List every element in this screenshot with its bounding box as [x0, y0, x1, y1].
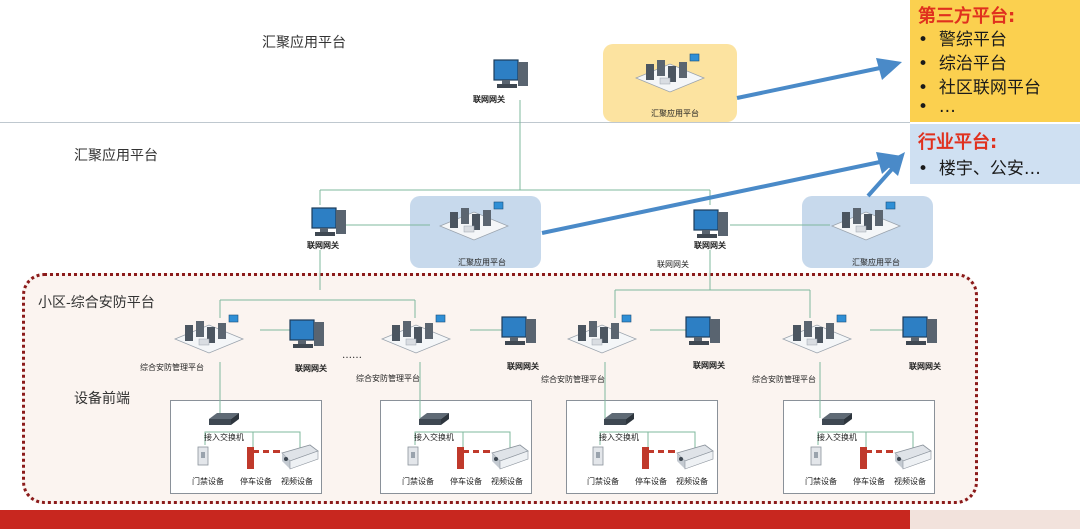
gateway-icon-mid-2	[693, 209, 729, 239]
level-label-community: 小区-综合安防平台	[38, 295, 155, 311]
parking-label-1: 停车设备	[240, 477, 272, 486]
gateway-icon-c4	[902, 316, 938, 346]
parking-label-4: 停车设备	[853, 477, 885, 486]
level-label-top: 汇聚应用平台	[262, 35, 346, 51]
parking-label-2: 停车设备	[450, 477, 482, 486]
footer-accent	[910, 510, 1080, 529]
gateway-icon-mid-1	[311, 207, 347, 237]
server-icon-c1	[174, 314, 244, 354]
switch-label-3: 接入交换机	[599, 433, 639, 442]
footer-bar	[0, 510, 1080, 529]
gateway-icon-c3	[685, 316, 721, 346]
platform-label-mid-2: 汇聚应用平台	[852, 258, 900, 267]
third-party-item-1: • 警综平台	[918, 30, 1007, 50]
platform-label-mid-1: 汇聚应用平台	[458, 258, 506, 267]
ellipsis-label: ……	[342, 350, 362, 361]
third-party-item-3: • 社区联网平台	[918, 78, 1041, 98]
industry-item-1: • 楼宇、公安…	[918, 159, 1041, 179]
server-icon-c4	[782, 314, 852, 354]
device-box-4	[783, 400, 935, 494]
security-label-c4: 综合安防管理平台	[752, 375, 816, 384]
video-label-2: 视频设备	[491, 477, 523, 486]
video-label-4: 视频设备	[894, 477, 926, 486]
door-label-1: 门禁设备	[192, 477, 224, 486]
gateway-icon-c1	[289, 319, 325, 349]
video-label-1: 视频设备	[281, 477, 313, 486]
switch-label-1: 接入交换机	[204, 433, 244, 442]
third-party-item-4: • …	[918, 97, 956, 117]
door-label-4: 门禁设备	[805, 477, 837, 486]
gateway-label-c1: 联网网关	[295, 363, 327, 373]
security-label-c2: 综合安防管理平台	[356, 374, 420, 383]
device-box-2	[380, 400, 532, 494]
server-icon-top	[635, 53, 705, 93]
gateway-icon-top	[493, 59, 529, 89]
level-label-mid: 汇聚应用平台	[74, 148, 158, 164]
server-icon-mid-2	[831, 201, 901, 241]
gateway-label-c3: 联网网关	[693, 360, 725, 370]
third-party-item-2: • 综治平台	[918, 54, 1007, 74]
door-label-2: 门禁设备	[402, 477, 434, 486]
gateway-label-top: 联网网关	[473, 94, 505, 104]
gateway-label-mid-3: 联网网关	[657, 260, 689, 269]
switch-label-2: 接入交换机	[414, 433, 454, 442]
parking-label-3: 停车设备	[635, 477, 667, 486]
gateway-icon-c2	[501, 316, 537, 346]
gateway-label-mid-2: 联网网关	[694, 240, 726, 250]
gateway-label-c4: 联网网关	[909, 361, 941, 371]
server-icon-c3	[567, 314, 637, 354]
server-icon-mid-1	[439, 201, 509, 241]
third-party-panel	[910, 0, 1080, 122]
video-label-3: 视频设备	[676, 477, 708, 486]
security-label-c3: 综合安防管理平台	[541, 375, 605, 384]
level-label-devices: 设备前端	[74, 391, 130, 407]
industry-panel	[910, 124, 1080, 184]
security-label-c1: 综合安防管理平台	[140, 363, 204, 372]
platform-label-top: 汇聚应用平台	[651, 109, 699, 118]
switch-label-4: 接入交换机	[817, 433, 857, 442]
device-box-1	[170, 400, 322, 494]
third-party-title: 第三方平台:	[918, 6, 1016, 27]
server-icon-c2	[381, 314, 451, 354]
gateway-label-mid-1: 联网网关	[307, 240, 339, 250]
door-label-3: 门禁设备	[587, 477, 619, 486]
industry-title: 行业平台:	[918, 132, 998, 153]
divider-top	[0, 122, 910, 123]
gateway-label-c2: 联网网关	[507, 361, 539, 371]
